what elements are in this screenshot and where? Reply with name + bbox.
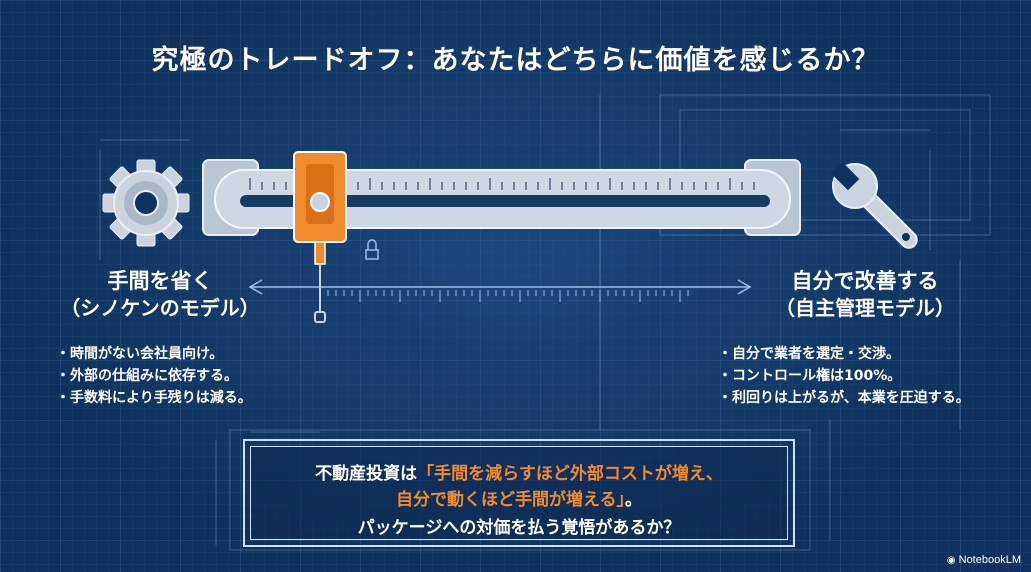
wrench-icon	[830, 161, 918, 249]
notebooklm-icon: ◉	[946, 555, 956, 566]
list-item: 外部の仕組みに依存する。	[56, 365, 252, 387]
brand-label: NotebookLM	[958, 554, 1021, 566]
callout-line-2: 自分で動くほど手間が増える」。	[251, 485, 787, 510]
list-item: 自分で業者を選定・交渉。	[718, 343, 970, 365]
list-item: 手数料により手残りは減る。	[56, 387, 252, 409]
callout-box: 不動産投資は「手間を減らすほど外部コストが増え、 自分で動くほど手間が増える」。…	[243, 439, 795, 547]
page-title: 究極のトレードオフ：あなたはどちらに価値を感じるか？	[151, 45, 880, 76]
dimension-arrow	[248, 279, 752, 295]
callout-line-1: 不動産投資は「手間を減らすほど外部コストが増え、	[251, 459, 787, 484]
callout-line-3: パッケージへの対価を払う覚悟があるか？	[357, 518, 681, 538]
brand-watermark: ◉NotebookLM	[947, 554, 1021, 566]
callout-inner: 不動産投資は「手間を減らすほど外部コストが増え、 自分で動くほど手間が増える」。…	[250, 446, 788, 540]
callout-text: 。	[625, 490, 642, 510]
gear-icon	[102, 159, 190, 247]
left-option-heading: 手間を省く	[107, 269, 213, 293]
list-item: コントロール権は100%。	[718, 365, 970, 387]
left-option-subtitle: （シノケンのモデル）	[60, 296, 260, 320]
ruler-ticks	[319, 290, 689, 302]
list-item: 利回りは上がるが、本業を圧迫する。	[718, 387, 970, 409]
right-option-subtitle: （自主管理モデル）	[775, 296, 955, 320]
lock-icon	[365, 239, 379, 260]
right-option-heading: 自分で改善する	[791, 269, 939, 293]
slider-handle[interactable]	[293, 151, 347, 323]
left-option-title: 手間を省く （シノケンのモデル）	[40, 268, 280, 322]
right-option-title: 自分で改善する （自主管理モデル）	[740, 268, 990, 322]
callout-highlight: 「手間を減らすほど外部コストが増え、	[417, 464, 723, 484]
left-option-bullets: 時間がない会社員向け。 外部の仕組みに依存する。 手数料により手残りは減る。	[56, 343, 252, 409]
callout-highlight: 自分で動くほど手間が増える」	[396, 490, 625, 510]
right-option-bullets: 自分で業者を選定・交渉。 コントロール権は100%。 利回りは上がるが、本業を圧…	[718, 343, 970, 409]
callout-text: 不動産投資は	[315, 464, 418, 484]
slider-track	[202, 159, 801, 236]
list-item: 時間がない会社員向け。	[56, 343, 252, 365]
